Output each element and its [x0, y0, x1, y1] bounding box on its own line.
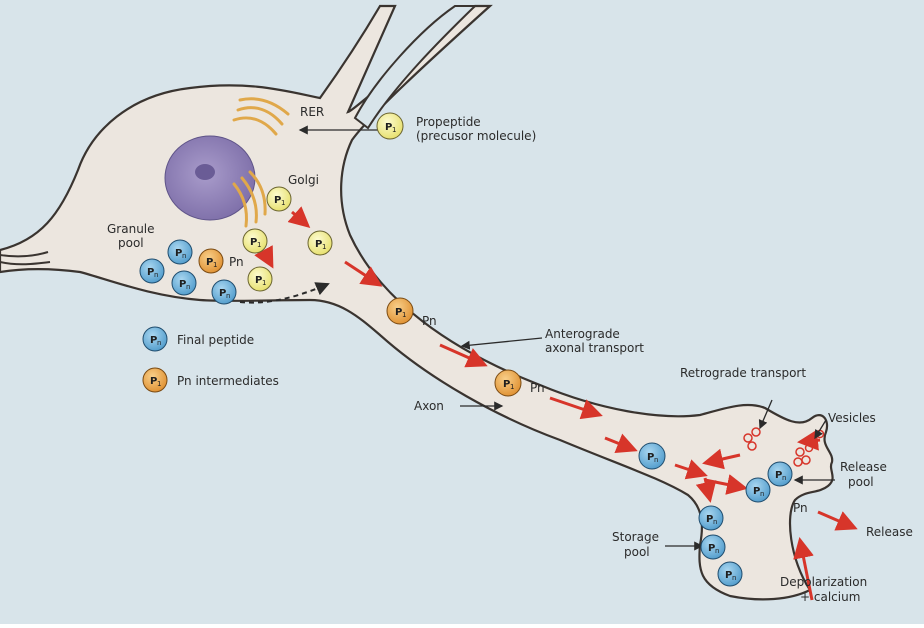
svg-text:n: n	[226, 292, 230, 300]
label-propeptide: Propeptide	[416, 115, 481, 129]
legend-intermediates-text: Pn intermediates	[177, 374, 279, 388]
svg-text:1: 1	[157, 380, 161, 388]
svg-text:n: n	[654, 456, 658, 464]
svg-text:n: n	[715, 547, 719, 555]
svg-text:1: 1	[262, 279, 266, 287]
legend-final-peptide-text: Final peptide	[177, 333, 254, 347]
label-release-pool: Release	[840, 460, 887, 474]
svg-text:1: 1	[402, 311, 406, 319]
label-retrograde: Retrograde transport	[680, 366, 806, 380]
svg-text:n: n	[186, 283, 190, 291]
svg-text:n: n	[782, 474, 786, 482]
label-anterograde: Anterograde	[545, 327, 620, 341]
label-release-pool-2: pool	[848, 475, 874, 489]
label-propeptide-desc: (precusor molecule)	[416, 129, 536, 143]
svg-text:n: n	[154, 271, 158, 279]
svg-text:1: 1	[213, 261, 217, 269]
svg-text:n: n	[157, 339, 161, 347]
label-storage-pool: pool	[624, 545, 650, 559]
svg-text:1: 1	[392, 126, 396, 134]
label-rer: RER	[300, 105, 324, 119]
pn-label-granule: Pn	[229, 255, 244, 269]
svg-text:n: n	[713, 518, 717, 526]
svg-text:n: n	[732, 574, 736, 582]
label-granule-pool: pool	[118, 236, 144, 250]
svg-text:1: 1	[281, 199, 285, 207]
label-depolarization: Depolarization	[780, 575, 867, 589]
svg-text:n: n	[760, 490, 764, 498]
label-vesicles: Vesicles	[828, 411, 876, 425]
label-anterograde-desc: axonal transport	[545, 341, 644, 355]
label-release: Release	[866, 525, 913, 539]
pn-label-axon-2: Pn	[530, 381, 545, 395]
label-storage: Storage	[612, 530, 659, 544]
svg-text:1: 1	[510, 383, 514, 391]
svg-text:1: 1	[322, 243, 326, 251]
svg-text:1: 1	[257, 241, 261, 249]
label-calcium: + calcium	[800, 590, 860, 604]
svg-text:n: n	[182, 252, 186, 260]
label-granule: Granule	[107, 222, 155, 236]
pn-label-axon-1: Pn	[422, 314, 437, 328]
label-golgi: Golgi	[288, 173, 319, 187]
pn-label-release: Pn	[793, 501, 808, 515]
label-axon: Axon	[414, 399, 444, 413]
